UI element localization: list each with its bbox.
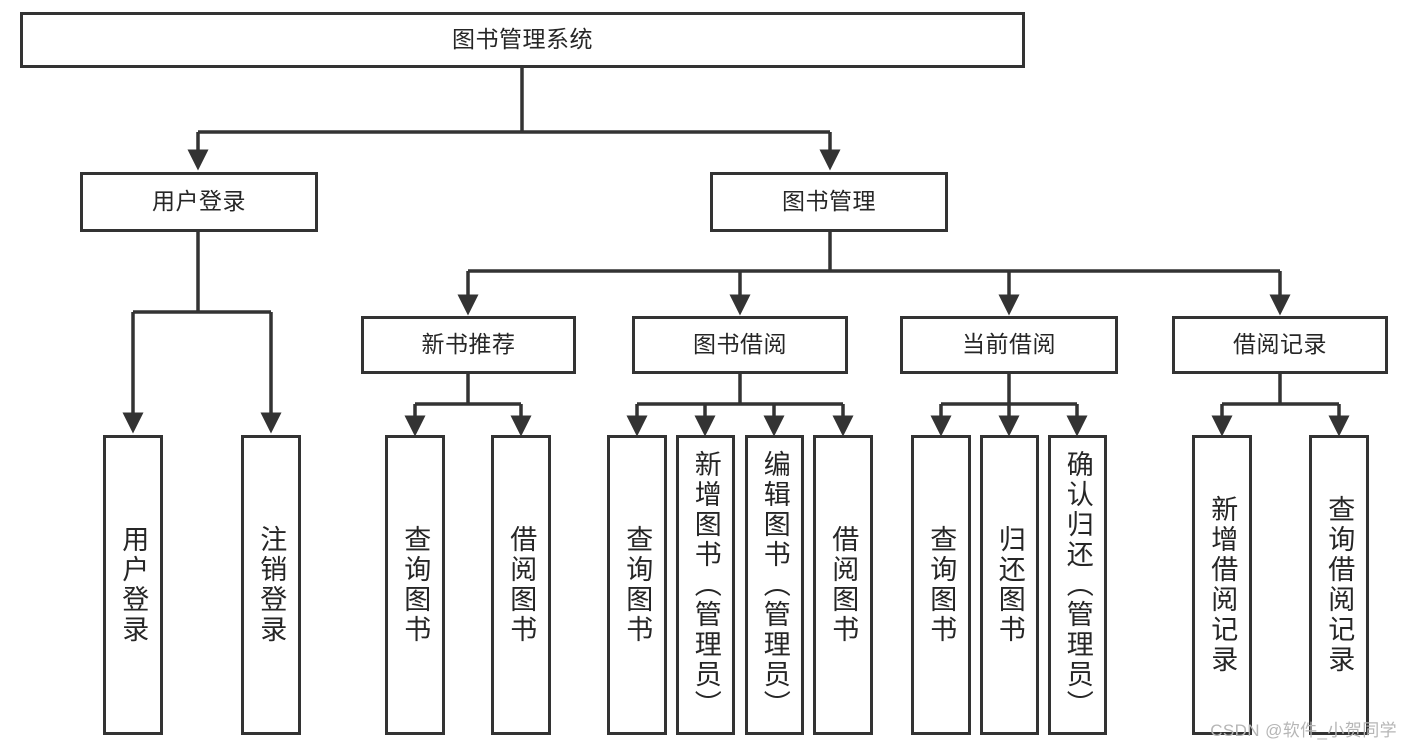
node-book-manage[interactable]: 图书管理 [710,172,948,232]
node-root[interactable]: 图书管理系统 [20,12,1025,68]
node-leaf-query-book-2-label: 查询图书 [622,525,653,645]
node-leaf-logout-label: 注销登录 [256,525,287,645]
node-leaf-edit-book-label: 编辑图书（管理员） [759,450,790,720]
node-leaf-logout[interactable]: 注销登录 [241,435,301,735]
node-borrow-record-label: 借阅记录 [1233,331,1327,358]
node-leaf-query-book-1-label: 查询图书 [400,525,431,645]
node-new-book-rec[interactable]: 新书推荐 [361,316,576,374]
node-book-borrow-label: 图书借阅 [693,331,787,358]
node-leaf-query-record[interactable]: 查询借阅记录 [1309,435,1369,735]
node-leaf-add-record-label: 新增借阅记录 [1207,495,1238,675]
node-book-manage-label: 图书管理 [782,188,876,215]
node-current-borrow[interactable]: 当前借阅 [900,316,1118,374]
node-leaf-add-book-label: 新增图书（管理员） [690,450,721,720]
node-leaf-add-record[interactable]: 新增借阅记录 [1192,435,1252,735]
node-leaf-confirm-return-label: 确认归还（管理员） [1062,450,1093,720]
node-leaf-return-book-label: 归还图书 [994,525,1025,645]
node-leaf-add-book[interactable]: 新增图书（管理员） [676,435,735,735]
node-leaf-confirm-return[interactable]: 确认归还（管理员） [1048,435,1107,735]
node-new-book-rec-label: 新书推荐 [421,331,516,358]
node-leaf-borrow-book-1[interactable]: 借阅图书 [491,435,551,735]
node-leaf-edit-book[interactable]: 编辑图书（管理员） [745,435,804,735]
node-leaf-query-book-1[interactable]: 查询图书 [385,435,445,735]
node-root-label: 图书管理系统 [452,26,593,53]
node-leaf-borrow-book-1-label: 借阅图书 [506,525,537,645]
node-leaf-borrow-book-2[interactable]: 借阅图书 [813,435,873,735]
node-borrow-record[interactable]: 借阅记录 [1172,316,1388,374]
node-leaf-query-book-3[interactable]: 查询图书 [911,435,971,735]
node-leaf-user-login[interactable]: 用户登录 [103,435,163,735]
node-leaf-user-login-label: 用户登录 [118,525,149,645]
node-leaf-query-record-label: 查询借阅记录 [1324,495,1355,675]
node-leaf-return-book[interactable]: 归还图书 [980,435,1039,735]
node-current-borrow-label: 当前借阅 [962,331,1056,358]
node-leaf-query-book-3-label: 查询图书 [926,525,957,645]
node-book-borrow[interactable]: 图书借阅 [632,316,848,374]
node-leaf-query-book-2[interactable]: 查询图书 [607,435,667,735]
node-user-login[interactable]: 用户登录 [80,172,318,232]
node-leaf-borrow-book-2-label: 借阅图书 [828,525,859,645]
node-user-login-label: 用户登录 [152,188,246,215]
